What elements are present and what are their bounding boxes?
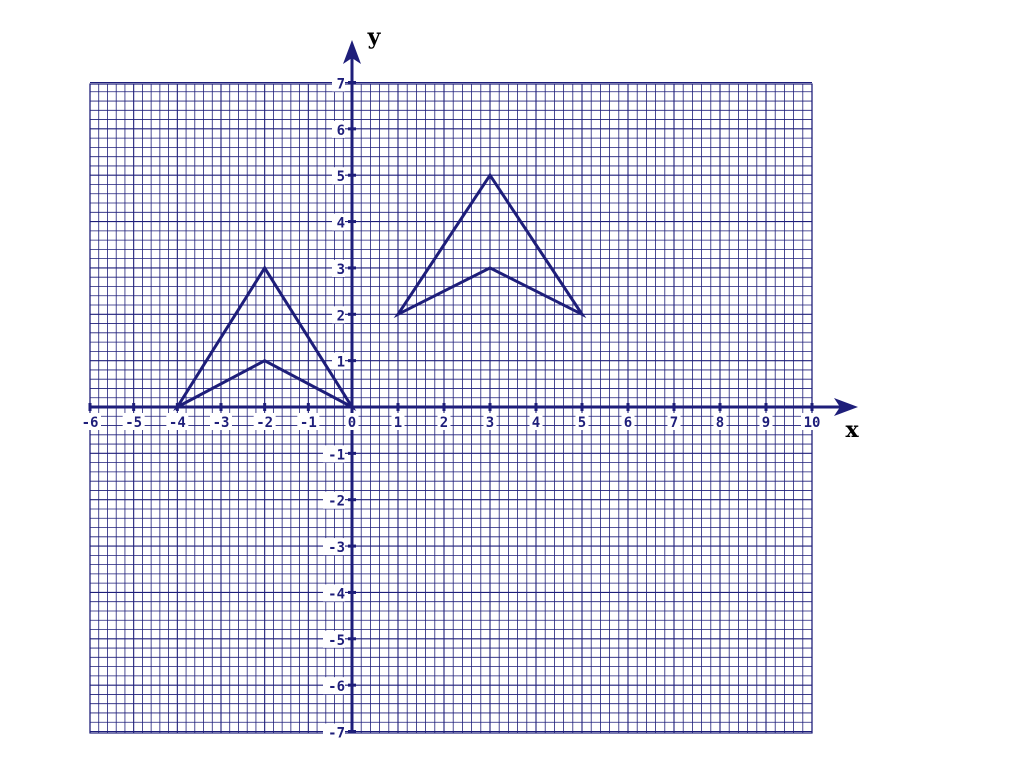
x-tick-label: -2 (256, 415, 273, 431)
y-tick-label-background (332, 352, 345, 370)
axes (90, 40, 858, 733)
y-tick-label-background (323, 677, 345, 695)
y-tick-label: 4 (337, 216, 345, 232)
tick-marks (88, 81, 814, 733)
x-tick-label: 9 (762, 415, 770, 431)
x-tick-label-background (345, 413, 359, 430)
y-tick-label-background (323, 630, 345, 648)
x-tick-label: -1 (300, 415, 317, 431)
x-tick-label-background (483, 413, 497, 430)
y-tick-label-background (332, 167, 345, 185)
x-tick-label: 6 (624, 415, 632, 431)
x-tick-label-background (667, 413, 681, 430)
arrowhead-shape-1 (173, 265, 357, 411)
y-tick-label: 3 (337, 262, 345, 278)
x-tick-label: 1 (394, 415, 402, 431)
x-tick-label-background (621, 413, 635, 430)
x-tick-label-background (210, 413, 232, 430)
y-tick-label: -6 (328, 679, 345, 695)
y-tick-label: -1 (328, 447, 345, 463)
x-tick-label-background (801, 413, 823, 430)
y-tick-label-background (323, 584, 345, 602)
y-tick-label: 1 (337, 355, 345, 371)
x-tick-label: -3 (213, 415, 230, 431)
shapes (173, 172, 587, 411)
x-tick-label: -4 (169, 415, 186, 431)
arrowhead-shape-2 (393, 172, 587, 319)
x-tick-label: 3 (486, 415, 494, 431)
y-tick-label-background (332, 213, 345, 231)
x-tick-label: 5 (578, 415, 586, 431)
y-tick-label-background (332, 120, 345, 138)
y-tick-label-background (323, 491, 345, 509)
x-tick-label: -5 (125, 415, 142, 431)
x-tick-label-background (759, 413, 773, 430)
x-tick-label-background (79, 413, 101, 430)
x-tick-label-background (529, 413, 543, 430)
x-axis-label: x (845, 417, 859, 443)
y-tick-label-background (323, 445, 345, 463)
x-tick-label: 4 (532, 415, 540, 431)
y-tick-label-background (323, 538, 345, 556)
y-tick-label: -3 (328, 540, 345, 556)
y-tick-label-background (332, 259, 345, 277)
y-tick-label: 6 (337, 123, 345, 139)
x-tick-label-background (391, 413, 405, 430)
x-tick-label: 0 (348, 415, 356, 431)
x-tick-label: -6 (82, 415, 99, 431)
x-axis-arrow-icon (834, 398, 858, 416)
x-tick-label-background (297, 413, 320, 430)
y-tick-label: 7 (337, 77, 345, 93)
x-tick-label: 2 (440, 415, 448, 431)
x-tick-label: 10 (804, 415, 821, 431)
y-axis-arrow-icon (343, 40, 361, 64)
y-tick-label: -7 (328, 726, 345, 742)
y-tick-label: -5 (328, 633, 345, 649)
y-tick-label: -2 (328, 494, 345, 510)
x-tick-label-background (437, 413, 451, 430)
x-tick-label-background (122, 413, 145, 430)
x-tick-label-background (575, 413, 589, 430)
x-tick-label-background (713, 413, 727, 430)
y-tick-label: 5 (337, 169, 345, 185)
y-tick-label-background (332, 306, 345, 324)
x-tick-label: 7 (670, 415, 678, 431)
x-tick-label-background (166, 413, 189, 430)
y-tick-label: 2 (337, 308, 345, 324)
y-tick-label-background (323, 723, 345, 741)
y-axis-label: y (367, 24, 382, 50)
y-tick-label: -4 (328, 586, 345, 602)
x-tick-label-background (253, 413, 276, 430)
x-tick-label: 8 (716, 415, 724, 431)
y-tick-label-background (332, 74, 345, 92)
